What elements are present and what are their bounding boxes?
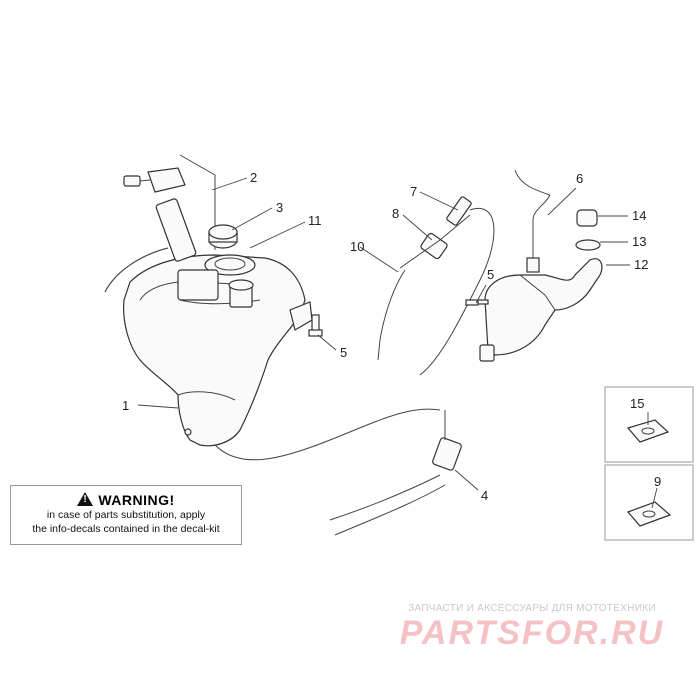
fuel-line xyxy=(419,207,495,376)
callout-7: 7 xyxy=(410,184,417,199)
callout-5-reservoir: 5 xyxy=(487,267,494,282)
screw-reservoir xyxy=(465,299,489,306)
watermark: ЗАПЧАСТИ И АКСЕССУАРЫ ДЛЯ МОТОТЕХНИКИ PA… xyxy=(372,603,692,652)
watermark-caption: ЗАПЧАСТИ И АКСЕССУАРЫ ДЛЯ МОТОТЕХНИКИ xyxy=(408,603,656,614)
callout-10: 10 xyxy=(350,239,364,254)
long-fuel-line xyxy=(214,408,441,461)
callout-6: 6 xyxy=(576,171,583,186)
callout-2: 2 xyxy=(250,170,257,185)
warning-line-1: in case of parts substitution, apply xyxy=(46,509,206,521)
callout-13: 13 xyxy=(632,234,646,249)
warning-box: WARNING! in case of parts substitution, … xyxy=(10,485,242,545)
fuel-tap-lower xyxy=(329,410,462,536)
fuel-tap-cable xyxy=(377,269,406,361)
fuel-tank xyxy=(123,254,313,447)
warning-triangle-icon xyxy=(77,492,94,506)
inset-box-9 xyxy=(604,464,694,541)
callout-1: 1 xyxy=(122,398,129,413)
fuel-tap-assembly xyxy=(399,196,472,269)
callout-4: 4 xyxy=(481,488,488,503)
callout-8: 8 xyxy=(392,206,399,221)
callout-5-tank: 5 xyxy=(340,345,347,360)
fuel-cap xyxy=(208,224,238,249)
callout-15: 15 xyxy=(630,396,644,411)
inset-box-15 xyxy=(604,386,694,463)
callout-11: 11 xyxy=(308,213,322,228)
screw-tank xyxy=(308,314,323,337)
callout-12: 12 xyxy=(634,257,648,272)
callout-9: 9 xyxy=(654,474,661,489)
warning-title: WARNING! xyxy=(98,492,175,508)
oil-reservoir xyxy=(479,169,603,362)
watermark-logo: PARTSFOR.RU xyxy=(399,614,665,652)
callout-14: 14 xyxy=(632,208,646,223)
warning-line-2: the info-decals contained in the decal-k… xyxy=(32,523,220,535)
callout-3: 3 xyxy=(276,200,283,215)
fuel-level-sender xyxy=(123,154,216,262)
